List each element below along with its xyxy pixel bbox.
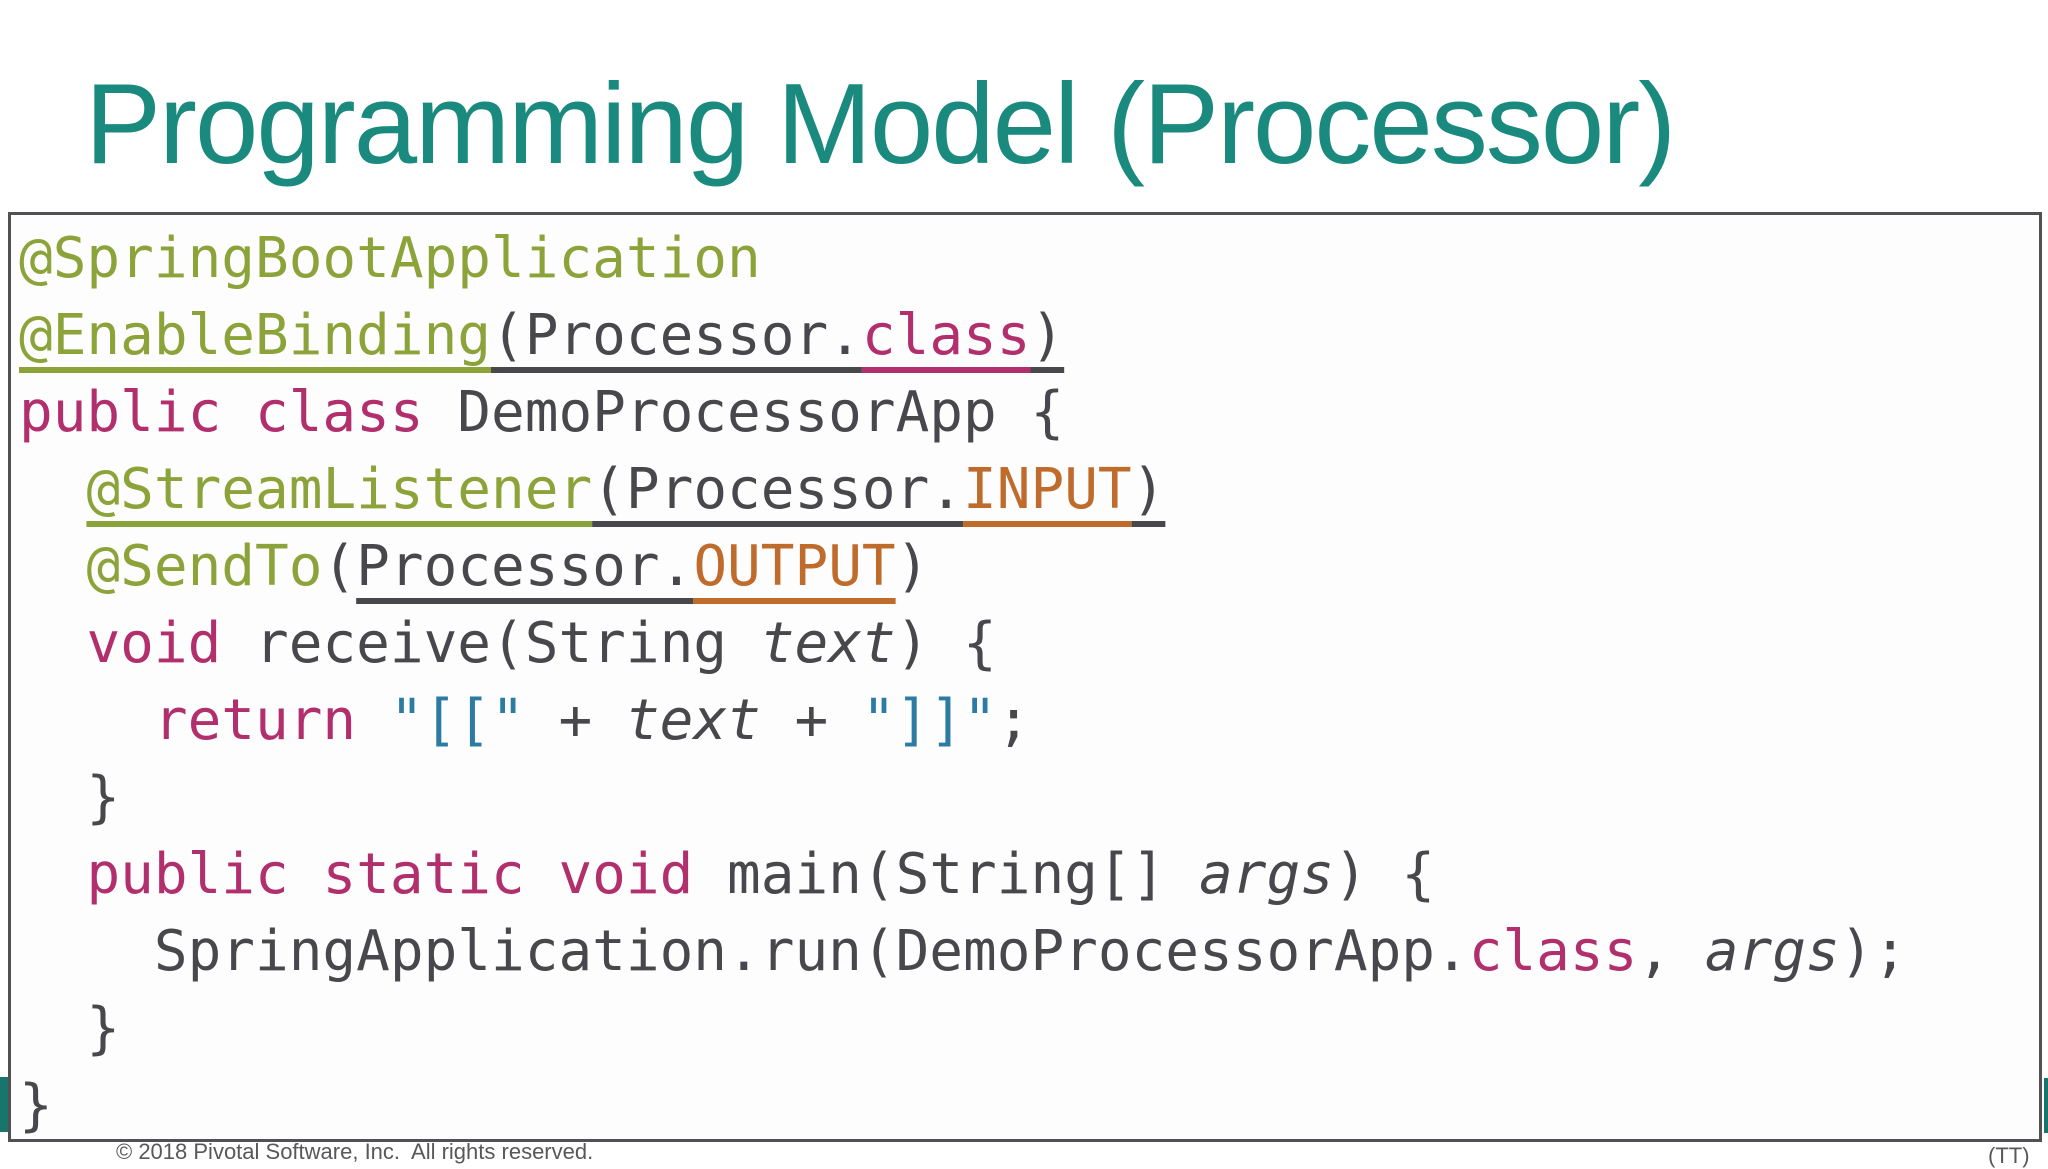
code-token: + (524, 688, 626, 753)
page-title: Programming Model (Processor) (85, 61, 1676, 188)
code-line: } (19, 990, 2039, 1067)
code-token: "[[" (389, 688, 525, 753)
code-token: (Processor. (592, 457, 964, 522)
code-token: ) (1131, 457, 1166, 522)
code-token: ) (895, 534, 930, 599)
code-token: public static void (86, 842, 694, 907)
code-token: public class (19, 380, 424, 445)
code-token: (Processor. (491, 303, 862, 368)
code-token: ; (996, 688, 1031, 753)
code-line: return "[[" + text + "]]"; (19, 682, 2039, 759)
code-token: return (153, 688, 357, 753)
code-line: @EnableBinding(Processor.class) (19, 297, 2039, 374)
code-token: "]]" (861, 688, 997, 753)
code-token (19, 842, 86, 907)
code-token (19, 457, 86, 522)
code-token: class (861, 303, 1031, 368)
code-token (19, 534, 86, 599)
code-token: } (19, 765, 121, 830)
code-token: } (19, 996, 121, 1061)
code-token: text (625, 688, 761, 753)
code-line: public class DemoProcessorApp { (19, 374, 2039, 451)
code-token: @SendTo (86, 534, 323, 599)
code-token: ) { (1333, 842, 1436, 907)
code-token: + (760, 688, 862, 753)
code-token: void (86, 611, 222, 676)
code-token: text (760, 611, 896, 676)
code-token: args (1704, 919, 1840, 984)
code-line: @StreamListener(Processor.INPUT) (19, 451, 2039, 528)
code-line: void receive(String text) { (19, 605, 2039, 682)
code-token: OUTPUT (693, 534, 896, 599)
footer-copyright: © 2018 Pivotal Software, Inc. All rights… (116, 1139, 594, 1164)
code-token: INPUT (963, 457, 1132, 522)
code-token: ); (1839, 919, 1908, 984)
code-token: DemoProcessorApp { (423, 380, 1065, 445)
accent-bar-right (2044, 1078, 2048, 1133)
code-line: @SpringBootApplication (19, 220, 2039, 297)
code-token (19, 611, 86, 676)
accent-bar-left (0, 1077, 8, 1132)
code-token: args (1199, 842, 1334, 907)
code-token: receive(String (221, 611, 761, 676)
code-line: } (19, 759, 2039, 836)
page-number-partial: (TT) (1988, 1143, 2030, 1168)
code-token (19, 919, 154, 984)
code-token: ) (1030, 303, 1065, 368)
code-block: @SpringBootApplication@EnableBinding(Pro… (11, 215, 2039, 1139)
code-line: } (19, 1067, 2039, 1139)
code-token (356, 688, 390, 753)
code-token: @SpringBootApplication (19, 226, 761, 291)
code-line: SpringApplication.run(DemoProcessorApp.c… (19, 913, 2039, 990)
code-token (19, 688, 154, 753)
code-token: main(String[] (693, 842, 1200, 907)
code-box: @SpringBootApplication@EnableBinding(Pro… (8, 212, 2042, 1142)
code-token: } (19, 1073, 53, 1138)
code-token: , (1637, 919, 1705, 984)
code-token: ( (322, 534, 357, 599)
code-line: public static void main(String[] args) { (19, 836, 2039, 913)
code-token: @StreamListener (86, 457, 593, 522)
code-token: Processor. (356, 534, 694, 599)
code-token: @EnableBinding (19, 303, 492, 368)
code-line: @SendTo(Processor.OUTPUT) (19, 528, 2039, 605)
code-token: SpringApplication.run(DemoProcessorApp. (153, 919, 1469, 984)
code-token: ) { (895, 611, 997, 676)
code-token: class (1468, 919, 1638, 984)
